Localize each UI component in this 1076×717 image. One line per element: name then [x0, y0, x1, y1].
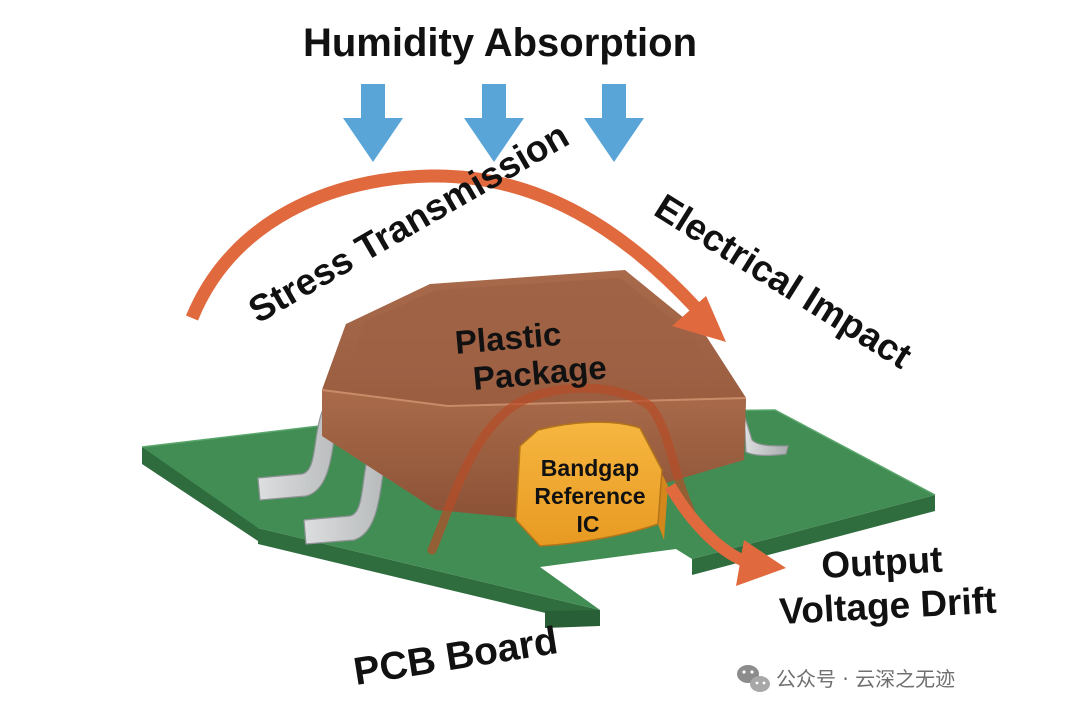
title: Humidity Absorption: [303, 21, 697, 65]
output-label-line1: Output: [820, 539, 943, 586]
ic-label-line3: IC: [577, 511, 600, 537]
output-label-line2: Voltage Drift: [778, 580, 997, 632]
pcb-notch-side: [545, 610, 600, 628]
pcb-left-front-edge: [142, 447, 258, 541]
humidity-arrow-right: [584, 84, 644, 162]
pcb-board-label: PCB Board: [351, 619, 561, 694]
pcb-notch-front: [258, 528, 600, 626]
output-arrow-head: [736, 540, 786, 586]
package-label-line1: Plastic: [453, 315, 562, 361]
pin-back-right: [743, 413, 789, 456]
humidity-arrow-center: [464, 84, 524, 162]
output-arrow-shaft: [664, 482, 745, 566]
stress-arrow-head: [672, 296, 726, 342]
package-top-inner: [350, 278, 712, 384]
stress-arrow: [185, 169, 726, 342]
stress-arrow-shaft: [185, 169, 701, 321]
watermark: 公众号 · 云深之无迹: [737, 665, 955, 692]
humidity-arrows: [343, 84, 644, 162]
ic-body: [515, 421, 663, 547]
internal-stress-flow: [427, 383, 695, 555]
wechat-icon: [737, 665, 770, 692]
output-drift-arrow: [664, 482, 786, 586]
ic-label-line2: Reference: [534, 483, 645, 509]
bandgap-ic: Bandgap Reference IC: [515, 421, 668, 547]
ic-label-line1: Bandgap: [541, 455, 639, 481]
watermark-text: 公众号 · 云深之无迹: [776, 667, 955, 691]
humidity-arrow-left: [343, 84, 403, 162]
